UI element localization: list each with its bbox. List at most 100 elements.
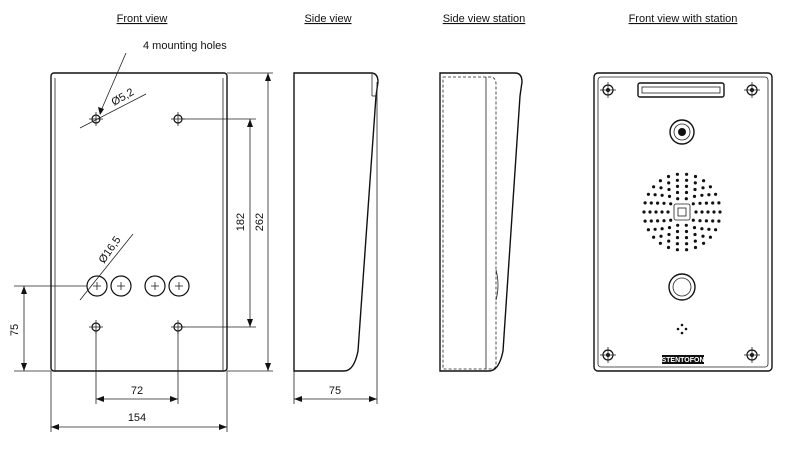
speaker-hole xyxy=(685,248,689,252)
speaker-hole xyxy=(684,223,688,227)
side-view-housing xyxy=(293,72,379,372)
speaker-hole xyxy=(702,241,706,245)
speaker-hole xyxy=(698,201,702,205)
side-view-station xyxy=(439,72,523,372)
speaker-hole xyxy=(692,226,697,230)
speaker-hole xyxy=(667,226,672,230)
speaker-hole xyxy=(698,219,702,223)
speaker-hole xyxy=(691,218,695,222)
speaker-hole xyxy=(675,229,680,234)
speaker-hole xyxy=(667,239,671,243)
speaker-hole xyxy=(712,210,716,214)
speaker-hole xyxy=(685,172,689,176)
speaker-hole xyxy=(691,202,695,206)
speaker-hole xyxy=(685,242,689,246)
speaker-hole xyxy=(707,193,711,197)
speaker-hole xyxy=(646,228,651,232)
speaker-hole xyxy=(666,245,671,250)
screw-bottom-left xyxy=(600,347,616,363)
microphone-holes xyxy=(676,323,688,335)
speaker-hole xyxy=(693,239,697,243)
leader-arrowhead xyxy=(98,107,104,115)
microphone-icon xyxy=(673,203,691,221)
speaker-hole xyxy=(676,223,680,227)
speaker-hole xyxy=(675,248,680,252)
speaker-hole xyxy=(658,179,663,183)
dimension-262: 262 xyxy=(254,213,266,231)
dimension-154: 154 xyxy=(128,412,146,424)
leader-diameter-5-2 xyxy=(79,93,147,129)
speaker-hole xyxy=(706,210,710,214)
speaker-hole xyxy=(714,192,718,196)
speaker-hole xyxy=(675,184,680,188)
speaker-hole xyxy=(646,192,651,196)
microphone-inner xyxy=(677,207,687,217)
speaker-hole xyxy=(653,227,657,231)
screw-bottom-right xyxy=(744,347,760,363)
speaker-hole xyxy=(675,178,680,182)
speaker-hole xyxy=(693,181,697,185)
speaker-hole xyxy=(667,232,671,237)
speaker-hole xyxy=(684,229,689,234)
name-tag-frame xyxy=(637,82,725,98)
speaker-hole xyxy=(711,219,715,223)
speaker-hole xyxy=(662,219,666,223)
speaker-hole xyxy=(667,181,671,185)
speaker-hole xyxy=(666,174,671,179)
speaker-hole xyxy=(654,210,658,214)
speaker-hole xyxy=(649,201,653,205)
front-view-station: STENTOFON xyxy=(593,72,773,372)
speaker-hole xyxy=(704,219,709,223)
speaker-hole xyxy=(642,210,646,214)
title-side-view-station: Side view station xyxy=(443,13,526,25)
speaker-hole xyxy=(669,202,673,206)
speaker-hole xyxy=(660,193,664,197)
dimension-75-depth: 75 xyxy=(329,385,341,397)
speaker-hole xyxy=(675,236,680,240)
speaker-hole xyxy=(660,210,664,214)
speaker-hole xyxy=(700,210,704,214)
speaker-hole xyxy=(685,178,689,182)
dimension-72: 72 xyxy=(131,385,143,397)
speaker-hole xyxy=(708,185,713,189)
speaker-hole xyxy=(684,190,689,195)
speaker-hole xyxy=(708,235,713,239)
speaker-hole xyxy=(652,185,656,189)
speaker-hole xyxy=(717,219,721,223)
side-view: 75 xyxy=(293,72,379,404)
front-view: 4 mounting holes Ø5,2 Ø16,5 262 182 75 xyxy=(9,40,273,432)
speaker-hole xyxy=(711,201,715,205)
camera-lens xyxy=(669,119,695,145)
speaker-hole xyxy=(714,228,718,232)
speaker-hole xyxy=(675,172,680,176)
speaker-hole xyxy=(701,234,705,238)
speaker-hole xyxy=(693,245,698,250)
speaker-hole xyxy=(667,194,672,198)
screw-top-left xyxy=(600,82,616,98)
speaker-hole xyxy=(660,227,664,231)
cable-entry-holes xyxy=(86,275,190,297)
dimension-75-vertical: 75 xyxy=(9,324,21,336)
screw-top-right xyxy=(744,82,760,98)
speaker-hole xyxy=(643,201,647,205)
speaker-hole xyxy=(700,193,704,197)
leader-mounting-holes xyxy=(99,52,127,114)
speaker-hole xyxy=(656,219,660,223)
station-housing xyxy=(593,72,773,372)
speaker-hole xyxy=(653,193,657,197)
speaker-hole xyxy=(676,197,680,201)
speaker-hole xyxy=(666,210,670,214)
side-station-inner-panel xyxy=(442,76,497,370)
speaker-hole xyxy=(649,219,653,223)
speaker-hole xyxy=(659,186,663,190)
brand-plate xyxy=(662,355,704,364)
speaker-hole xyxy=(643,219,647,223)
speaker-hole xyxy=(652,235,656,239)
speaker-hole xyxy=(692,194,697,198)
dimension-182: 182 xyxy=(235,213,247,231)
label-diameter-16-5: Ø16,5 xyxy=(97,234,124,265)
speaker-hole xyxy=(693,232,697,237)
speaker-hole xyxy=(658,241,663,245)
speaker-hole xyxy=(675,242,680,246)
